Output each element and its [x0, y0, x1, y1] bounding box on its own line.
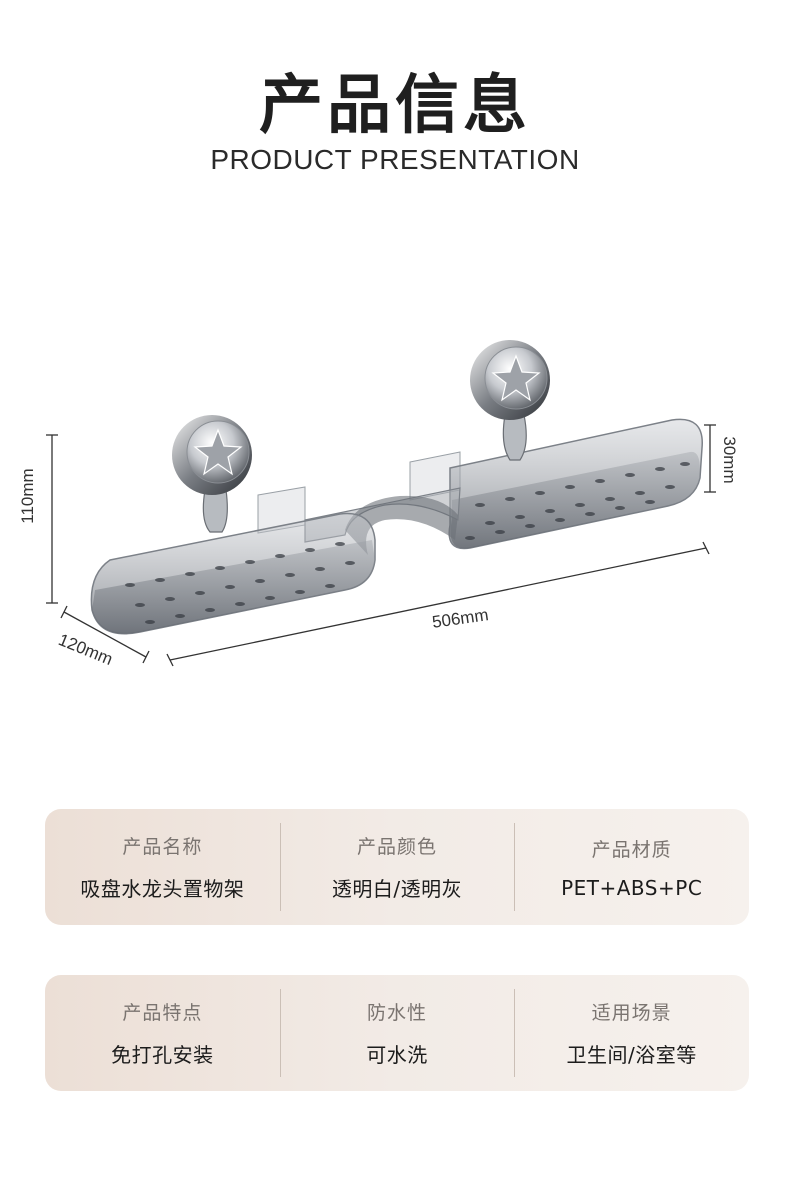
spec-value: 吸盘水龙头置物架: [80, 877, 245, 901]
spec-label: 产品颜色: [357, 836, 438, 858]
spec-cell-waterproof: 防水性 可水洗: [279, 975, 515, 1091]
drain-holes: [125, 462, 690, 624]
spec-value: 卫生间/浴室等: [566, 1043, 697, 1067]
suction-cup-left: [172, 415, 252, 533]
spec-cell-name: 产品名称 吸盘水龙头置物架: [45, 809, 280, 925]
product-illustration: [46, 340, 716, 667]
tray-left: [90, 512, 376, 635]
spec-label: 适用场景: [591, 1002, 672, 1024]
spec-cell-feature: 产品特点 免打孔安装: [45, 975, 280, 1091]
spec-value: PET+ABS+PC: [561, 875, 703, 900]
height-dimension-label: 110mm: [18, 468, 37, 524]
depth-dimension-label: 30mm: [720, 436, 739, 484]
page-subtitle: PRODUCT PRESENTATION: [210, 144, 580, 175]
spec-card-features: 产品特点 免打孔安装 防水性 可水洗 适用场景 卫生间/浴室等: [45, 975, 749, 1091]
spec-cell-scenario: 适用场景 卫生间/浴室等: [514, 975, 749, 1091]
spec-value: 透明白/透明灰: [331, 877, 463, 901]
spec-value: 免打孔安装: [111, 1043, 214, 1067]
suction-cup-right: [470, 340, 550, 461]
spec-cell-material: 产品材质 PET+ABS+PC: [514, 809, 749, 925]
dimension-lines: [46, 424, 716, 667]
tray-right: [448, 418, 703, 550]
spec-label: 产品特点: [122, 1002, 203, 1024]
spec-value: 可水洗: [366, 1043, 428, 1067]
spec-cell-color: 产品颜色 透明白/透明灰: [279, 809, 515, 925]
spec-label: 产品材质: [591, 838, 672, 861]
page-title: 产品信息: [259, 69, 531, 143]
spec-label: 防水性: [367, 1002, 428, 1024]
spec-card-basic: 产品名称 吸盘水龙头置物架 产品颜色 透明白/透明灰 产品材质 PET+ABS+…: [45, 809, 749, 925]
tray-back-wall: [257, 451, 461, 534]
spec-label: 产品名称: [122, 836, 203, 858]
